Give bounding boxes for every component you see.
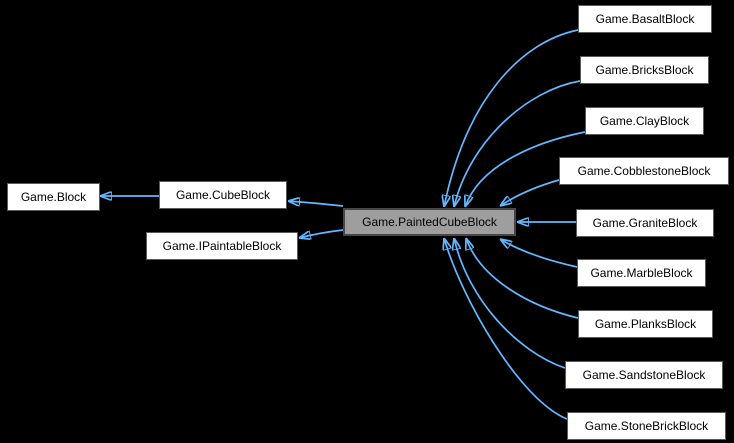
- edge-planksblock-to-paintedcubeblock: [466, 238, 579, 319]
- node-game-graniteblock[interactable]: Game.GraniteBlock: [576, 209, 714, 237]
- edge-bricksblock-to-paintedcubeblock: [454, 80, 581, 207]
- node-game-block[interactable]: Game.Block: [7, 183, 100, 211]
- node-game-marbleblock[interactable]: Game.MarbleBlock: [577, 259, 706, 287]
- edge-paintedcubeblock-to-cubeblock: [288, 201, 344, 207]
- edge-marbleblock-to-paintedcubeblock: [500, 239, 578, 268]
- node-game-basaltblock[interactable]: Game.BasaltBlock: [578, 5, 712, 33]
- node-game-clayblock[interactable]: Game.ClayBlock: [585, 107, 704, 135]
- node-game-cubeblock[interactable]: Game.CubeBlock: [159, 181, 287, 209]
- edge-cobblestoneblock-to-paintedcubeblock: [500, 179, 560, 206]
- node-game-cobblestoneblock[interactable]: Game.CobblestoneBlock: [559, 157, 729, 185]
- edge-sandstoneblock-to-paintedcubeblock: [454, 238, 566, 369]
- node-game-ipaintableblock[interactable]: Game.IPaintableBlock: [146, 232, 298, 260]
- edge-paintedcubeblock-to-ipaintableblock: [299, 229, 344, 238]
- node-game-sandstoneblock[interactable]: Game.SandstoneBlock: [565, 361, 723, 389]
- node-game-bricksblock[interactable]: Game.BricksBlock: [580, 56, 709, 84]
- node-game-paintedcubeblock: Game.PaintedCubeBlock: [343, 208, 516, 236]
- edge-basaltblock-to-paintedcubeblock: [444, 29, 579, 207]
- node-game-planksblock[interactable]: Game.PlanksBlock: [578, 310, 713, 338]
- edge-stonebrickblock-to-paintedcubeblock: [444, 238, 568, 420]
- node-game-stonebrickblock[interactable]: Game.StoneBrickBlock: [567, 412, 726, 440]
- edge-clayblock-to-paintedcubeblock: [465, 131, 586, 207]
